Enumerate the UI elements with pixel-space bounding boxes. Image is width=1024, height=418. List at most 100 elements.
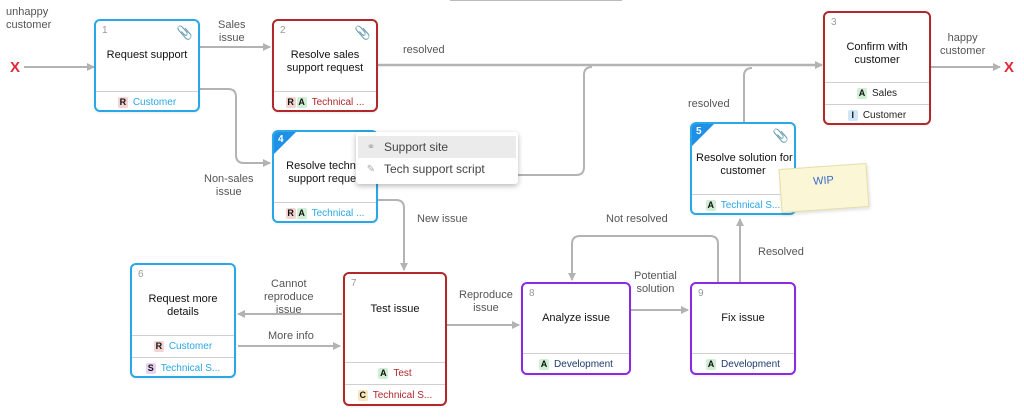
role-assignee: Sales xyxy=(871,88,897,99)
activity-node-1[interactable]: 1 📎 Request support R Customer xyxy=(94,19,200,112)
edge-9-to-8 xyxy=(568,235,719,282)
start-event-marker[interactable]: X xyxy=(10,59,21,76)
raci-row: A Development xyxy=(692,353,794,373)
edge-5-to-3 xyxy=(743,67,753,122)
role-tag-C: C xyxy=(357,390,368,401)
edge-label-resolved-mid: resolved xyxy=(688,98,730,110)
node-number: 8 xyxy=(529,288,535,299)
paperclip-icon[interactable]: 📎 xyxy=(354,25,371,40)
role-assignee: Technical ... xyxy=(311,97,365,108)
raci-row: R A Technical ... xyxy=(274,202,376,221)
role-tag-S: S xyxy=(145,363,156,374)
activity-node-5[interactable]: 5 📎 Resolve solution for customer A Tech… xyxy=(690,122,796,215)
activity-node-9[interactable]: 9 Fix issue A Development xyxy=(690,282,796,375)
edge-label-resolved-top: resolved xyxy=(403,44,445,56)
edge-label-resolved-fix: Resolved xyxy=(758,246,804,258)
role-assignee: Technical ... xyxy=(311,208,365,219)
role-assignee: Technical S... xyxy=(372,390,433,401)
activity-node-6[interactable]: 6 Request more details R Customer S Tech… xyxy=(130,263,236,378)
edge-label-reproduce-issue: Reproduce issue xyxy=(459,289,513,314)
attachment-menu: ⚭ Support site ✎ Tech support script xyxy=(356,132,518,184)
raci-row: A Test xyxy=(345,362,445,384)
role-assignee: Technical S... xyxy=(720,200,781,211)
role-assignee: Development xyxy=(721,359,780,370)
edge-4-to-3 xyxy=(378,66,593,176)
node-title: Request support xyxy=(106,49,188,61)
edge-label-new-issue: New issue xyxy=(417,213,468,225)
menu-item-label: Tech support script xyxy=(384,162,485,176)
edge-label-not-resolved: Not resolved xyxy=(606,213,668,225)
raci-row: A Sales xyxy=(825,82,929,104)
menu-item-label: Support site xyxy=(384,140,449,154)
node-title: Resolve technic support reques xyxy=(286,160,364,185)
sticky-note[interactable]: WIP xyxy=(778,162,870,214)
role-tag-R: R xyxy=(285,208,296,219)
activity-node-3[interactable]: 3 Confirm with customer A Sales I Custom… xyxy=(823,11,931,125)
role-assignee: Test xyxy=(393,368,412,379)
raci-row: R Customer xyxy=(96,91,198,110)
activity-node-8[interactable]: 8 Analyze issue A Development xyxy=(521,282,631,375)
raci-row: A Technical S... xyxy=(692,194,794,213)
role-tag-A: A xyxy=(296,208,307,219)
role-tag-R: R xyxy=(153,341,164,352)
raci-row: S Technical S... xyxy=(132,357,234,376)
edge-label-more-info: More info xyxy=(268,330,314,342)
node-number: 6 xyxy=(138,269,144,280)
role-tag-A: A xyxy=(296,97,307,108)
role-assignee: Technical S... xyxy=(160,363,221,374)
role-assignee: Customer xyxy=(862,110,907,121)
role-tag-A: A xyxy=(706,359,717,370)
node-number: 1 xyxy=(102,25,108,36)
paperclip-icon[interactable]: 📎 xyxy=(772,128,789,143)
role-tag-A: A xyxy=(705,200,716,211)
role-tag-I: I xyxy=(847,110,858,121)
activity-node-2[interactable]: 2 📎 Resolve sales support request R A Te… xyxy=(272,19,378,112)
menu-item-support-site[interactable]: ⚭ Support site xyxy=(358,136,516,158)
edge-label-sales-issue: Sales issue xyxy=(218,19,246,44)
edge-4-to-7 xyxy=(378,199,408,271)
node-number: 4 xyxy=(278,134,284,145)
role-assignee: Development xyxy=(554,359,613,370)
raci-row: A Development xyxy=(523,353,629,373)
node-title: Fix issue xyxy=(721,312,765,324)
raci-row: I Customer xyxy=(825,104,929,123)
node-number: 9 xyxy=(698,288,704,299)
edge-label-non-sales-issue: Non-sales issue xyxy=(204,173,254,198)
node-title: Confirm with customer xyxy=(846,41,908,66)
node-title: Resolve solution for customer xyxy=(696,152,793,177)
role-tag-A: A xyxy=(856,88,867,99)
raci-row: C Technical S... xyxy=(345,384,445,404)
edge-label-potential-solution: Potential solution xyxy=(634,270,677,295)
document-icon: ✎ xyxy=(366,163,376,175)
paperclip-icon[interactable]: 📎 xyxy=(176,25,193,40)
menu-item-tech-support-script[interactable]: ✎ Tech support script xyxy=(356,158,518,180)
node-title: Analyze issue xyxy=(542,312,610,324)
role-assignee: Customer xyxy=(168,341,213,352)
node-title: Request more details xyxy=(148,293,218,318)
selection-corner xyxy=(692,124,714,146)
node-number: 5 xyxy=(696,126,702,137)
edge-label-cannot-reproduce: Cannot reproduce issue xyxy=(264,278,314,316)
node-number: 7 xyxy=(351,278,357,289)
role-tag-R: R xyxy=(285,97,296,108)
role-tag-A: A xyxy=(378,368,389,379)
node-number: 2 xyxy=(280,25,286,36)
link-icon: ⚭ xyxy=(366,141,376,153)
node-title: Resolve sales support request xyxy=(286,49,364,74)
selection-corner xyxy=(274,132,296,154)
end-event-label: happy customer xyxy=(940,32,986,57)
sticky-note-text: WIP xyxy=(812,174,835,188)
top-divider xyxy=(450,0,622,1)
raci-row: R Customer xyxy=(132,335,234,357)
activity-node-7[interactable]: 7 Test issue A Test C Technical S... xyxy=(343,272,447,406)
start-event-label: unhappy customer xyxy=(6,6,52,31)
role-tag-A: A xyxy=(539,359,550,370)
node-number: 3 xyxy=(831,17,837,28)
edge-1-to-4 xyxy=(199,88,271,167)
role-tag-R: R xyxy=(117,97,128,108)
raci-row: R A Technical ... xyxy=(274,91,376,110)
end-event-marker[interactable]: X xyxy=(1004,59,1015,76)
role-assignee: Customer xyxy=(132,97,177,108)
